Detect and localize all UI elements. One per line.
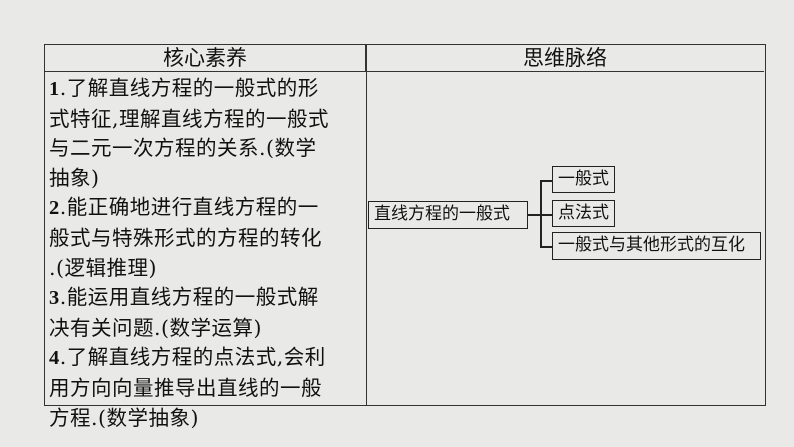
item-text: 般式与特殊形式的方程的转化 <box>49 225 322 250</box>
column-divider <box>366 45 367 405</box>
list-item-1: 1.了解直线方程的一般式的形 式特征,理解直线方程的一般式 与二元一次方程的关系… <box>49 74 363 193</box>
connector-vertical <box>540 180 542 247</box>
item-number: 4 <box>49 347 60 370</box>
item-text: 用方向向量推导出直线的一般 <box>49 375 322 400</box>
item-text: .了解直线方程的一般式的形 <box>59 76 319 100</box>
connector-root <box>528 214 541 216</box>
connector-branch-1 <box>540 180 552 182</box>
connector-branch-2 <box>540 214 552 216</box>
header-core-literacy: 核心素养 <box>45 45 366 72</box>
header-thinking-context: 思维脉络 <box>366 45 764 72</box>
item-text: 决有关问题.(数学运算) <box>49 315 263 340</box>
item-text: .能正确地进行直线方程的一 <box>59 195 319 220</box>
item-number: 3 <box>49 287 60 310</box>
item-text: .能运用直线方程的一般式解 <box>59 285 319 310</box>
item-text: .了解直线方程的点法式,会利 <box>59 345 326 370</box>
item-text: 抽象) <box>49 165 100 190</box>
list-item-3: 3.能运用直线方程的一般式解 决有关问题.(数学运算) <box>49 283 363 343</box>
item-text: 方程.(数学抽象) <box>49 405 200 430</box>
mindmap-root: 直线方程的一般式 <box>368 201 528 229</box>
item-text: 与二元一次方程的关系.(数学 <box>49 136 317 161</box>
list-item-4: 4.了解直线方程的点法式,会利 用方向向量推导出直线的一般 方程.(数学抽象) <box>49 343 363 433</box>
core-literacy-list: 1.了解直线方程的一般式的形 式特征,理解直线方程的一般式 与二元一次方程的关系… <box>49 74 363 433</box>
mindmap-child-general-form: 一般式 <box>552 166 615 193</box>
mindmap-child-conversion: 一般式与其他形式的互化 <box>552 232 761 260</box>
content-table: 核心素养 思维脉络 1.了解直线方程的一般式的形 式特征,理解直线方程的一般式 … <box>44 44 766 430</box>
item-number: 2 <box>49 197 60 220</box>
mindmap-child-point-normal-form: 点法式 <box>552 200 615 227</box>
connector-branch-3 <box>540 246 552 248</box>
item-text: .(逻辑推理) <box>49 255 158 280</box>
item-number: 1 <box>49 78 60 100</box>
item-text: 式特征,理解直线方程的一般式 <box>49 106 330 131</box>
list-item-2: 2.能正确地进行直线方程的一 般式与特殊形式的方程的转化 .(逻辑推理) <box>49 193 363 283</box>
